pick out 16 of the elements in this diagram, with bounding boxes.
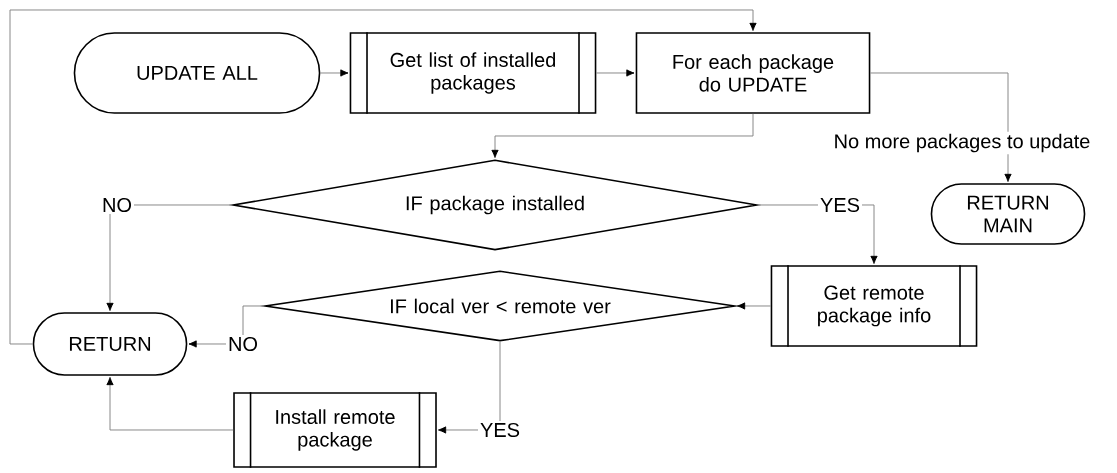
arrow: [869, 72, 1012, 182]
edge-label: YES: [478, 420, 522, 440]
subprocess-box: Get list of installed packages: [349, 31, 597, 115]
edge-label: NO: [226, 334, 260, 354]
edge-label: YES: [818, 195, 862, 215]
process-box: For each package do UPDATE: [635, 32, 871, 114]
arrow: [737, 302, 772, 310]
arrow: [9, 9, 757, 345]
arrow: [491, 113, 754, 158]
edge-label: No more packages to update: [831, 131, 1093, 155]
subprocess-box: Install remote package: [233, 391, 437, 469]
arrow: [319, 69, 349, 77]
edge-label: NO: [100, 195, 134, 215]
arrow: [106, 377, 234, 431]
arrow: [595, 69, 635, 77]
subprocess-box: Get remote package info: [770, 264, 978, 348]
